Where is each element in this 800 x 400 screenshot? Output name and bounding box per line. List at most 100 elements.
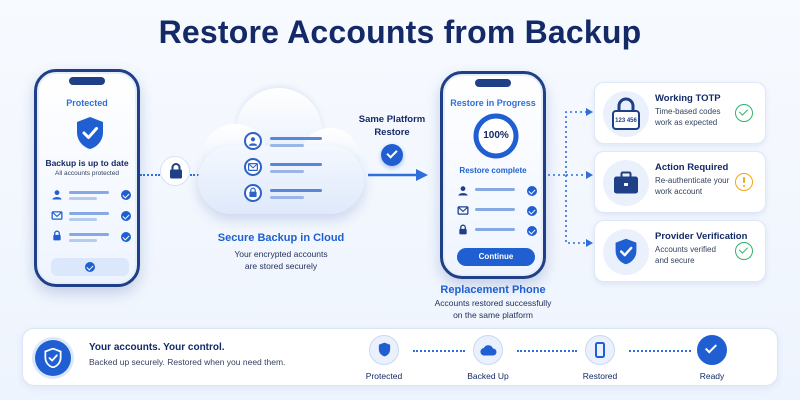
list-item bbox=[457, 204, 537, 220]
cloud-caption-text: Your encrypted accounts are stored secur… bbox=[196, 248, 366, 273]
card-text-line: work account bbox=[655, 186, 703, 196]
card-provider-verification: Provider Verification Accounts verified … bbox=[594, 220, 766, 282]
check-icon bbox=[121, 211, 131, 221]
banner-shield-badge bbox=[35, 340, 71, 376]
lock-icon bbox=[459, 224, 467, 235]
progress-ring bbox=[473, 113, 519, 159]
success-check-icon bbox=[735, 104, 753, 122]
replacement-caption-title: Replacement Phone bbox=[440, 284, 546, 296]
list-item bbox=[457, 224, 537, 240]
shield-check-icon bbox=[615, 238, 637, 265]
totp-lock-icon bbox=[612, 97, 640, 130]
cloud-shape bbox=[198, 146, 364, 214]
replacement-caption-line: Accounts restored successfully bbox=[434, 298, 552, 308]
list-item bbox=[51, 209, 131, 225]
step-label: Ready bbox=[699, 371, 725, 381]
cloud-icon bbox=[480, 345, 497, 356]
totp-code: 123 456 bbox=[615, 118, 637, 124]
cloud-caption-line: are stored securely bbox=[244, 261, 318, 272]
check-icon bbox=[85, 262, 95, 272]
step-connector bbox=[413, 350, 465, 352]
checkmark bbox=[738, 106, 748, 116]
card-icon-bg bbox=[603, 160, 649, 206]
restore-header: Restore in Progress bbox=[450, 98, 536, 108]
row-line bbox=[69, 233, 109, 236]
source-phone: Protected Backup is up to date All accou… bbox=[34, 69, 140, 287]
branch-connectors bbox=[548, 108, 593, 247]
step-connector bbox=[517, 350, 577, 352]
checkmark bbox=[738, 244, 748, 254]
row-line bbox=[270, 196, 304, 199]
list-item bbox=[51, 188, 131, 204]
source-phone-header: Protected bbox=[66, 98, 108, 108]
row-line bbox=[69, 191, 109, 194]
row-line bbox=[69, 239, 97, 242]
lock-icon bbox=[53, 230, 61, 241]
row-line bbox=[475, 228, 515, 231]
progress-arc bbox=[473, 113, 519, 159]
check-icon bbox=[121, 232, 131, 242]
card-text-line: work as expected bbox=[655, 117, 718, 127]
row-line bbox=[475, 188, 515, 191]
check-icon bbox=[704, 340, 718, 354]
card-title: Working TOTP bbox=[655, 93, 721, 104]
replacement-caption-line: on the same platform bbox=[453, 310, 533, 321]
row-line bbox=[270, 144, 304, 147]
list-item bbox=[457, 184, 537, 200]
card-working-totp: 123 456 Working TOTP Time-based codes wo… bbox=[594, 82, 766, 144]
check-icon bbox=[121, 190, 131, 200]
lock-icon bbox=[170, 163, 182, 179]
mail-icon bbox=[457, 206, 469, 215]
card-text-line: Time-based codes bbox=[655, 107, 721, 116]
page-title: Restore Accounts from Backup bbox=[158, 14, 642, 50]
step-label: Backed Up bbox=[467, 371, 509, 381]
card-action-required: Action Required Re-authenticate your wor… bbox=[594, 151, 766, 213]
warning-bar bbox=[742, 177, 745, 183]
replacement-caption-text: Accounts restored successfully on the sa… bbox=[412, 297, 574, 322]
step-ready bbox=[697, 335, 727, 365]
transfer-label: Same Platform Restore bbox=[352, 114, 432, 140]
step-label: Restored bbox=[582, 371, 618, 381]
check-icon bbox=[527, 186, 537, 196]
transfer-label-line: Same Platform bbox=[358, 114, 426, 125]
list-item bbox=[51, 230, 131, 246]
banner-title: Your accounts. Your control. bbox=[89, 342, 225, 353]
card-text-line: Re-authenticate your bbox=[655, 176, 730, 185]
row-line bbox=[270, 170, 304, 173]
row-line bbox=[270, 163, 322, 166]
card-title: Action Required bbox=[655, 162, 729, 173]
row-line bbox=[475, 208, 515, 211]
user-icon bbox=[52, 190, 62, 200]
transfer-label-line: Restore bbox=[374, 126, 410, 138]
step-connector bbox=[629, 350, 691, 352]
progress-text: 100% bbox=[483, 130, 509, 141]
row-line bbox=[69, 212, 109, 215]
confirm-button[interactable] bbox=[51, 258, 129, 276]
arrow-right-icon bbox=[368, 169, 428, 181]
shield-icon bbox=[378, 342, 391, 357]
connector-line bbox=[140, 174, 160, 176]
lock-icon bbox=[244, 184, 262, 202]
warning-icon bbox=[735, 173, 753, 191]
step-protected bbox=[369, 335, 399, 365]
step-backed-up bbox=[473, 335, 503, 365]
card-text: Accounts verified and secure bbox=[655, 245, 733, 267]
card-text: Time-based codes work as expected bbox=[655, 107, 733, 129]
check-icon bbox=[527, 226, 537, 236]
user-icon bbox=[458, 186, 468, 196]
card-icon-bg: 123 456 bbox=[603, 91, 649, 137]
cloud-caption-line: Your encrypted accounts bbox=[234, 249, 328, 259]
card-title: Provider Verification bbox=[655, 231, 748, 242]
step-restored bbox=[585, 335, 615, 365]
phone-notch bbox=[69, 77, 105, 85]
phone-icon bbox=[595, 342, 605, 358]
restore-status: Restore complete bbox=[459, 166, 527, 175]
backup-status-title: Backup is up to date bbox=[45, 158, 129, 168]
continue-button[interactable]: Continue bbox=[457, 248, 535, 266]
row-line bbox=[69, 218, 97, 221]
lock-badge bbox=[160, 156, 190, 186]
row-line bbox=[270, 189, 322, 192]
cloud-backup bbox=[196, 88, 366, 220]
mail-icon bbox=[51, 211, 63, 220]
warning-dot bbox=[742, 184, 745, 187]
